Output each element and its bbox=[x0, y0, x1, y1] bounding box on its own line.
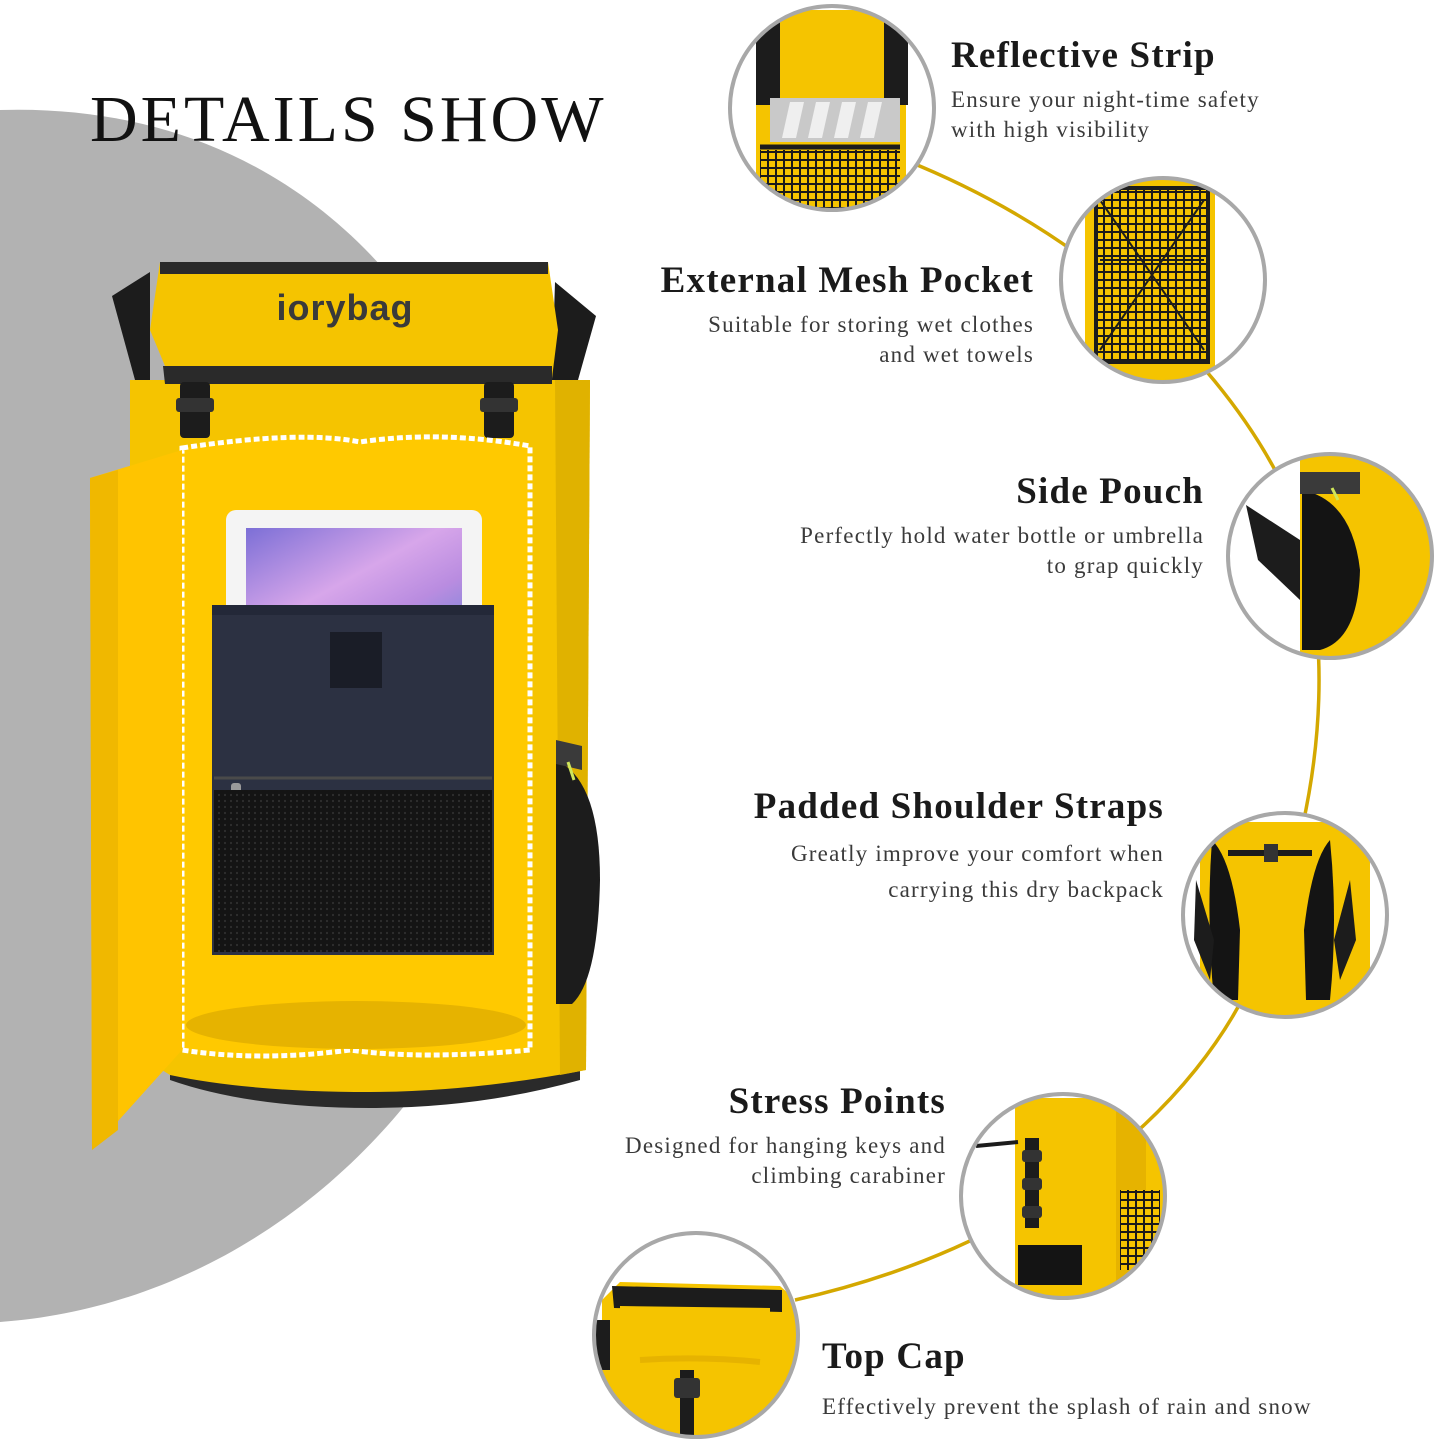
feature-desc-line: and wet towels bbox=[879, 341, 1034, 367]
feature-padded-shoulder-straps: Padded Shoulder Straps Greatly improve y… bbox=[754, 785, 1164, 907]
feature-top-cap: Top Cap Effectively prevent the splash o… bbox=[822, 1335, 1312, 1422]
feature-description: Perfectly hold water bottle or umbrella … bbox=[800, 521, 1204, 581]
feature-description: Ensure your night-time safety with high … bbox=[951, 85, 1260, 145]
feature-title: Side Pouch bbox=[1016, 471, 1204, 512]
inner-mesh-pocket bbox=[214, 790, 492, 952]
feature-desc-line: Ensure your night-time safety bbox=[951, 87, 1260, 112]
feature-reflective-strip: Reflective Strip Ensure your night-time … bbox=[951, 34, 1260, 145]
side-pouch-closeup bbox=[1226, 452, 1434, 660]
feature-desc-line: Perfectly hold water bottle or umbrella bbox=[800, 523, 1204, 548]
stress-points-closeup bbox=[959, 1092, 1167, 1300]
feature-external-mesh-pocket: External Mesh Pocket Suitable for storin… bbox=[661, 259, 1034, 370]
page-title: DETAILS SHOW bbox=[90, 83, 607, 156]
feature-description: Designed for hanging keys and climbing c… bbox=[625, 1131, 946, 1191]
feature-desc-line: Greatly improve your comfort when bbox=[791, 841, 1164, 866]
top-cap-closeup bbox=[592, 1231, 800, 1439]
feature-title: Reflective Strip bbox=[951, 35, 1216, 76]
feature-desc-line: with high visibility bbox=[951, 116, 1151, 142]
feature-desc-line: Suitable for storing wet clothes bbox=[708, 312, 1034, 337]
feature-title: Padded Shoulder Straps bbox=[753, 786, 1164, 827]
feature-description: Suitable for storing wet clothes and wet… bbox=[661, 310, 1034, 370]
feature-desc-line: to grap quickly bbox=[1046, 552, 1204, 578]
brand-logo: iorybag bbox=[276, 287, 413, 328]
feature-desc-line: Effectively prevent the splash of rain a… bbox=[822, 1394, 1312, 1419]
feature-title: Stress Points bbox=[728, 1081, 946, 1122]
feature-title: Top Cap bbox=[822, 1336, 966, 1377]
feature-side-pouch: Side Pouch Perfectly hold water bottle o… bbox=[800, 470, 1204, 581]
feature-description: Effectively prevent the splash of rain a… bbox=[822, 1392, 1312, 1422]
mesh-pocket-closeup bbox=[1059, 176, 1267, 384]
feature-stress-points: Stress Points Designed for hanging keys … bbox=[625, 1080, 946, 1191]
feature-desc-line: climbing carabiner bbox=[751, 1162, 946, 1188]
side-bottle-pouch bbox=[556, 760, 600, 1004]
feature-desc-line: Designed for hanging keys and bbox=[625, 1133, 946, 1158]
reflective-strip-closeup bbox=[728, 4, 936, 212]
feature-title: External Mesh Pocket bbox=[660, 260, 1034, 301]
shoulder-straps-closeup bbox=[1181, 811, 1389, 1019]
feature-desc-line: carrying this dry backpack bbox=[888, 876, 1164, 902]
feature-description: Greatly improve your comfort when carryi… bbox=[754, 836, 1164, 907]
backpack-main: iorybag bbox=[90, 262, 600, 1150]
